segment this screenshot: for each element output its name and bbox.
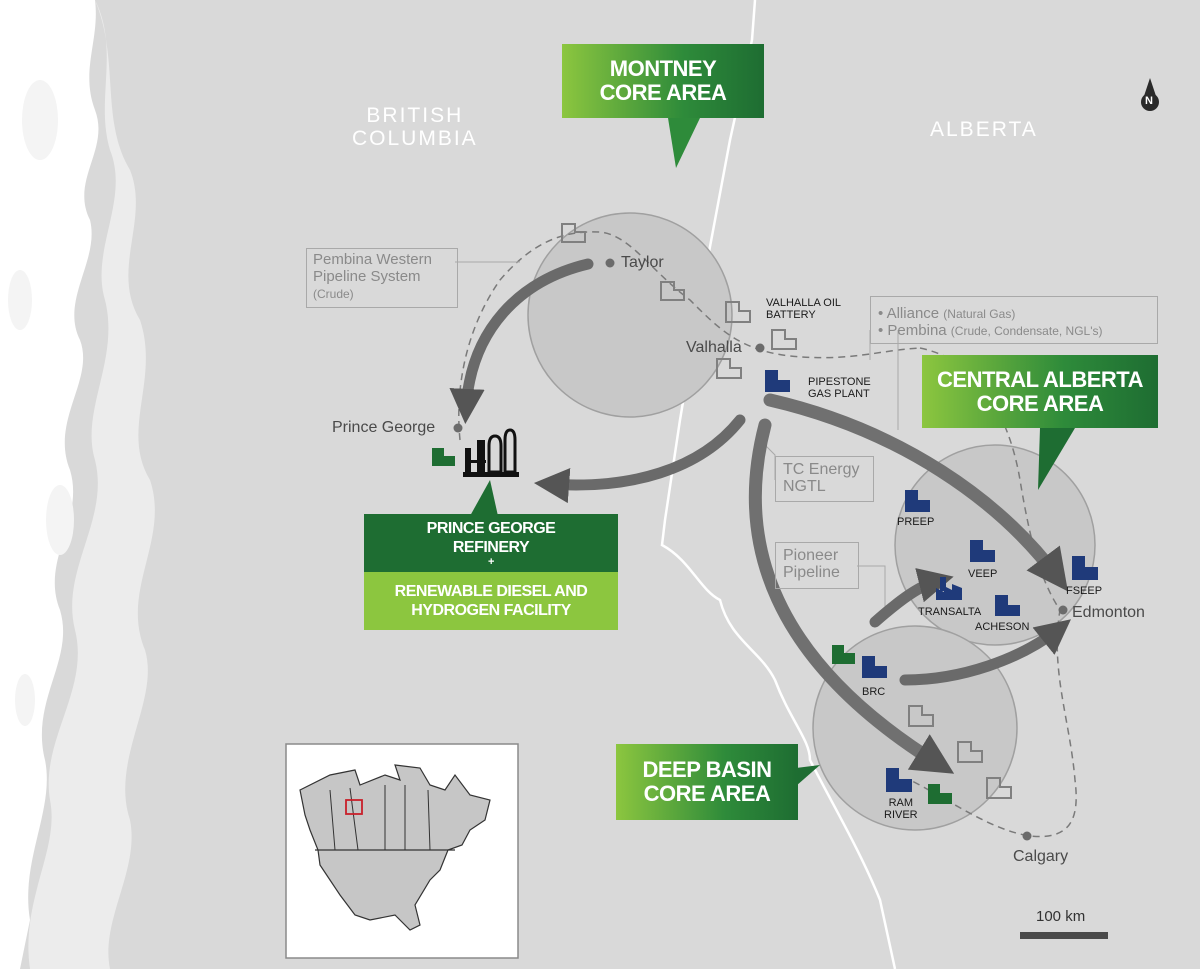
veep-icon	[970, 540, 995, 562]
city-label-valhalla: Valhalla	[686, 339, 742, 356]
compass-icon	[1141, 78, 1159, 111]
prince-george-green-facility-icon	[432, 448, 455, 466]
prince-george-dot	[453, 423, 463, 433]
facility-outline-icon	[660, 281, 685, 301]
ram-river-green-facility-icon	[928, 784, 952, 804]
pacific-ocean	[0, 0, 99, 969]
facility-outline-icon	[725, 301, 751, 323]
facility-outline-icon	[957, 741, 983, 763]
green-facilities	[432, 448, 952, 804]
facility-outline-icon	[561, 223, 586, 243]
facility-outline-icon	[986, 777, 1012, 799]
montney-callout-tail	[668, 118, 700, 168]
refinery-icon	[463, 428, 519, 477]
central-alberta-core-area-callout: CENTRAL ALBERTA CORE AREA	[922, 355, 1158, 428]
navy-facilities	[765, 370, 1098, 792]
outline-facilities	[561, 223, 1012, 799]
edmonton-dot	[1058, 605, 1068, 615]
facility-label-acheson: ACHESON	[975, 621, 1030, 633]
city-label-edmonton: Edmonton	[1072, 604, 1145, 621]
scale-label: 100 km	[1036, 908, 1086, 925]
flow-arrow-brc-to-edmonton	[899, 619, 1071, 686]
alliance-pembina-box	[870, 296, 1158, 344]
ram-river-icon	[886, 768, 912, 792]
coast-fringe	[28, 0, 155, 969]
alliance-pembina-pipeline	[909, 347, 1077, 838]
pioneer-box	[775, 542, 859, 589]
facility-label-valhalla-oil-battery: VALHALLA OIL BATTERY	[766, 297, 842, 321]
north-america-shape	[299, 764, 491, 931]
pembina-western-pipeline	[458, 231, 921, 441]
facility-label-fseep: FSEEP	[1066, 585, 1103, 597]
renewable-diesel-hydrogen-callout: RENEWABLE DIESEL AND HYDROGEN FACILITY	[364, 572, 618, 630]
prince-george-refinery-callout: PRINCE GEORGE REFINERY +	[364, 514, 618, 572]
islands	[8, 80, 74, 726]
facility-label-transalta: TRANSALTA	[918, 606, 982, 618]
facility-label-pipestone: PIPESTONE GAS PLANT	[808, 376, 871, 400]
brc-green-facility-icon	[832, 645, 855, 664]
facility-label-preep: PREEP	[897, 516, 935, 528]
province-label-british-columbia: BRITISH COLUMBIA	[352, 104, 478, 150]
refinery-callout-tail	[470, 480, 498, 516]
pembina-label: • Pembina (Crude, Condensate, NGL's)	[878, 322, 1103, 339]
alliance-label: • Alliance (Natural Gas)	[878, 305, 1016, 322]
taylor-dot	[605, 258, 615, 268]
inset-highlight	[345, 799, 363, 815]
brc-icon	[862, 656, 887, 678]
acheson-icon	[995, 595, 1020, 616]
pembina-western-label: Pembina Western Pipeline System (Crude)	[313, 251, 432, 301]
facility-label-ram-river: RAM RIVER	[884, 797, 918, 821]
inset-map	[285, 743, 519, 959]
facility-label-veep: VEEP	[968, 568, 998, 580]
city-label-taylor: Taylor	[621, 254, 664, 271]
pioneer-label: Pioneer Pipeline	[783, 547, 840, 581]
fseep-icon	[1072, 556, 1098, 580]
pipestone-gas-plant-icon	[765, 370, 790, 392]
city-label-prince-george: Prince George	[332, 419, 436, 436]
flow-arrow-brc-to-transalta	[869, 568, 954, 628]
city-label-calgary: Calgary	[1013, 848, 1069, 865]
facility-outline-icon	[908, 705, 934, 727]
preep-icon	[905, 490, 930, 512]
scale-bar	[1020, 932, 1108, 939]
pembina-western-box	[306, 248, 458, 308]
central-alberta-callout-tail	[1038, 428, 1075, 490]
tc-energy-label: TC Energy NGTL	[783, 461, 860, 495]
tc-energy-box	[775, 456, 874, 502]
valhalla-dot	[755, 343, 765, 353]
facility-outline-icon	[771, 329, 797, 350]
montney-core-circle	[527, 212, 733, 418]
flow-arrow-taylor-to-prince-george	[449, 258, 594, 425]
deep-basin-core-area-callout: DEEP BASIN CORE AREA	[616, 744, 798, 820]
transalta-icon	[936, 577, 962, 600]
province-label-alberta: ALBERTA	[930, 118, 1038, 141]
facility-label-brc: BRC	[862, 686, 886, 698]
calgary-dot	[1022, 831, 1032, 841]
flow-arrow-pipestone-to-ram-river	[748, 418, 955, 774]
facility-outline-icon	[716, 358, 742, 379]
province-border	[660, 0, 897, 969]
montney-core-area-callout: MONTNEY CORE AREA	[562, 44, 764, 118]
flow-arrow-pipestone-to-prince-george	[533, 414, 746, 504]
compass-letter: N	[1145, 95, 1153, 107]
flow-arrow-pipestone-to-fseep	[763, 393, 1068, 592]
